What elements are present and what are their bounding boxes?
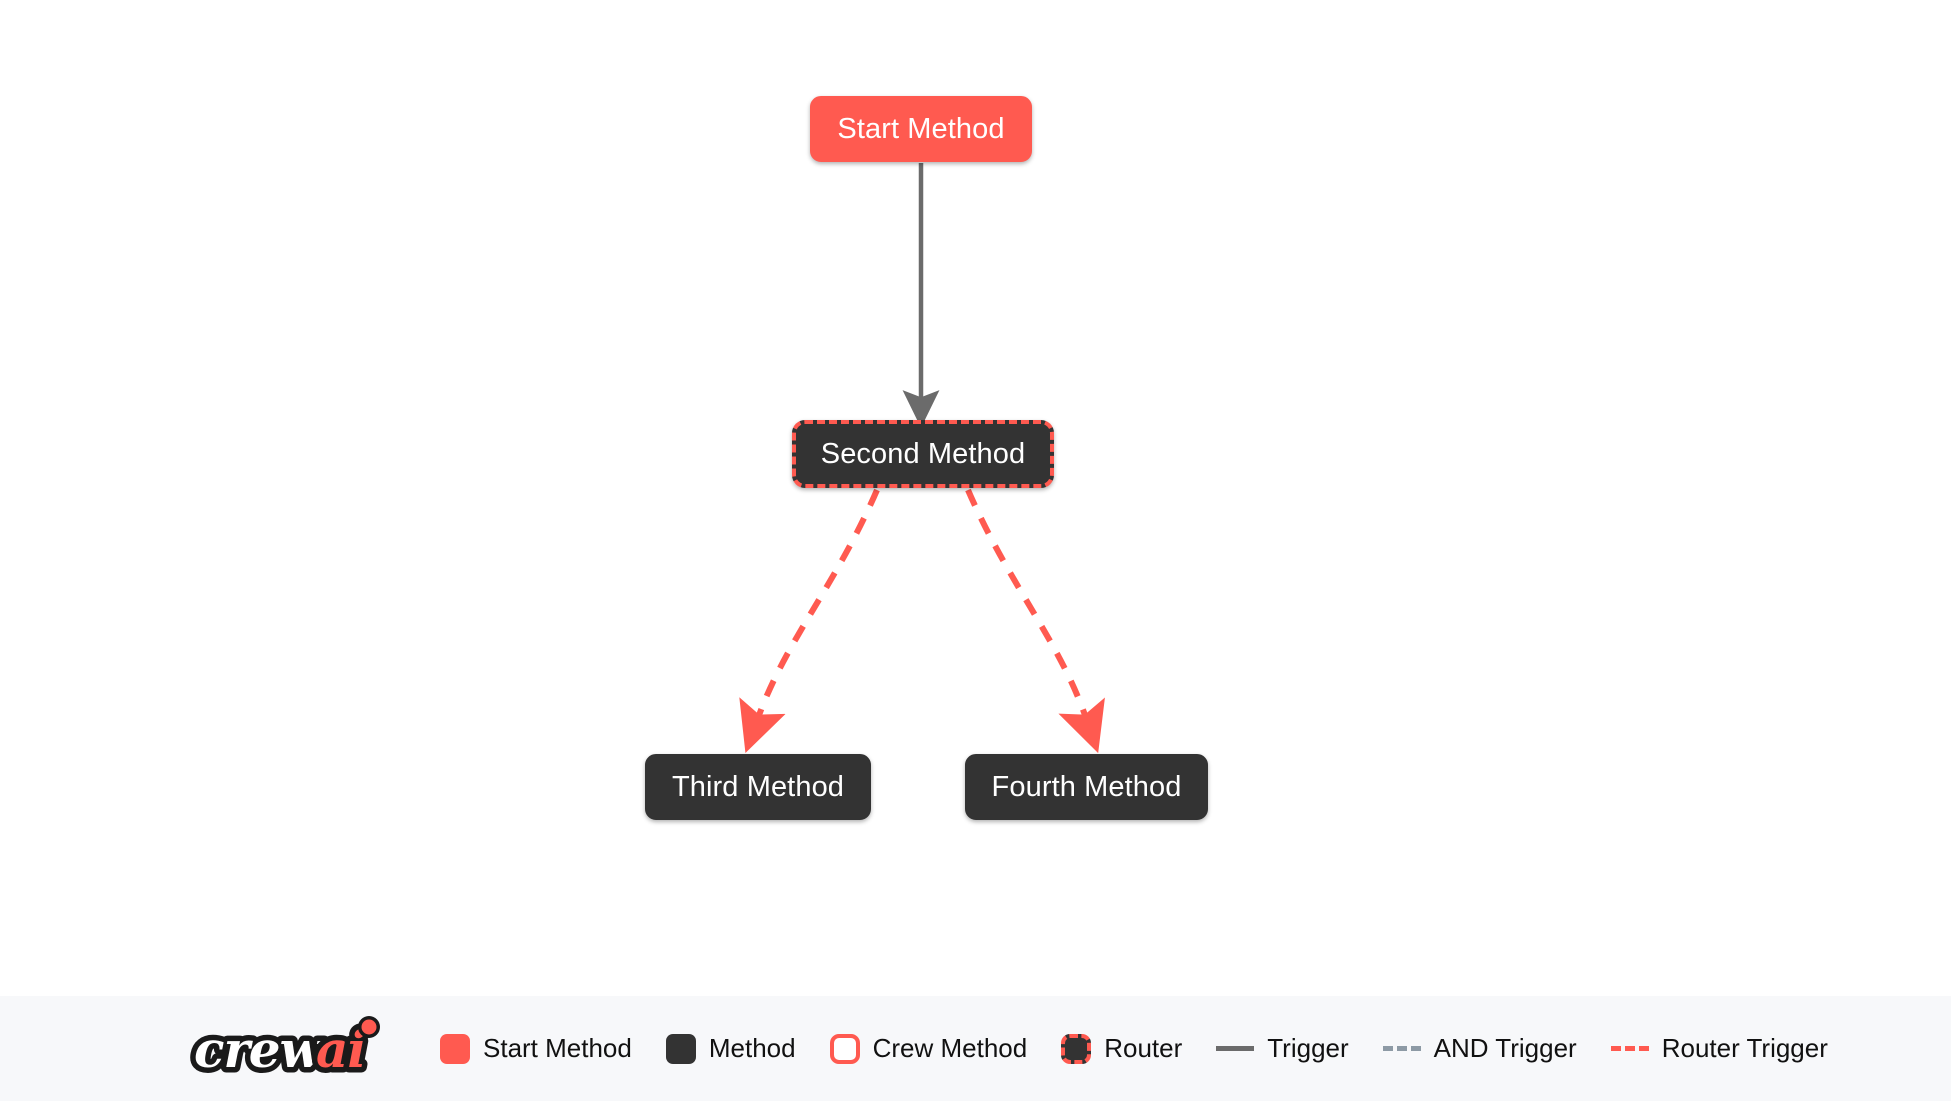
logo-outline-crew: crew — [194, 1020, 325, 1079]
legend-bar: crew crew ai ai Start Method Method Crew… — [0, 996, 1951, 1101]
legend-item-label: Router — [1104, 1033, 1183, 1063]
edge-second-to-third — [739, 488, 880, 754]
legend-item-router-trigger: Router Trigger — [1610, 1033, 1828, 1064]
router-swatch-icon — [1061, 1033, 1092, 1064]
logo-text-ai: ai — [316, 1020, 365, 1079]
flow-node-label: Third Method — [671, 770, 845, 803]
legend-item-label: AND Trigger — [1433, 1033, 1577, 1063]
flow-node-label: Second Method — [820, 437, 1026, 470]
legend-item-and-trigger: AND Trigger — [1382, 1033, 1577, 1064]
legend-item-start-method: Start Method — [440, 1033, 632, 1064]
and-trigger-line-icon — [1382, 1046, 1421, 1051]
method-swatch-icon — [665, 1033, 696, 1064]
flow-node-label: Fourth Method — [991, 770, 1182, 803]
edge-second-to-fourth — [965, 488, 1105, 754]
flow-node-third-method[interactable]: Third Method — [645, 754, 871, 820]
logo-dot-icon — [361, 1019, 377, 1034]
crew-method-swatch-icon — [829, 1033, 860, 1064]
legend-item-method: Method — [665, 1033, 796, 1064]
legend-item-crew-method: Crew Method — [829, 1033, 1028, 1064]
legend-item-router: Router — [1061, 1033, 1182, 1064]
flow-node-fourth-method[interactable]: Fourth Method — [965, 754, 1208, 820]
flow-node-second-method[interactable]: Second Method — [792, 420, 1054, 488]
legend-item-trigger: Trigger — [1216, 1033, 1349, 1064]
flow-node-start-method[interactable]: Start Method — [810, 96, 1032, 162]
router-trigger-line-icon — [1610, 1046, 1649, 1051]
flow-canvas[interactable]: Start Method Second Method Third Method … — [0, 0, 1951, 996]
legend-item-label: Method — [708, 1033, 796, 1063]
legend-item-label: Start Method — [483, 1033, 632, 1063]
start-method-swatch-icon — [440, 1033, 470, 1064]
flow-node-label: Start Method — [837, 112, 1005, 145]
legend-item-label: Trigger — [1267, 1033, 1349, 1063]
logo-text-crew: crew — [194, 1020, 325, 1079]
legend-item-label: Router Trigger — [1661, 1033, 1828, 1063]
crewai-logo: crew crew ai ai — [190, 1013, 408, 1085]
legend-item-label: Crew Method — [872, 1033, 1028, 1063]
trigger-line-icon — [1216, 1046, 1255, 1051]
